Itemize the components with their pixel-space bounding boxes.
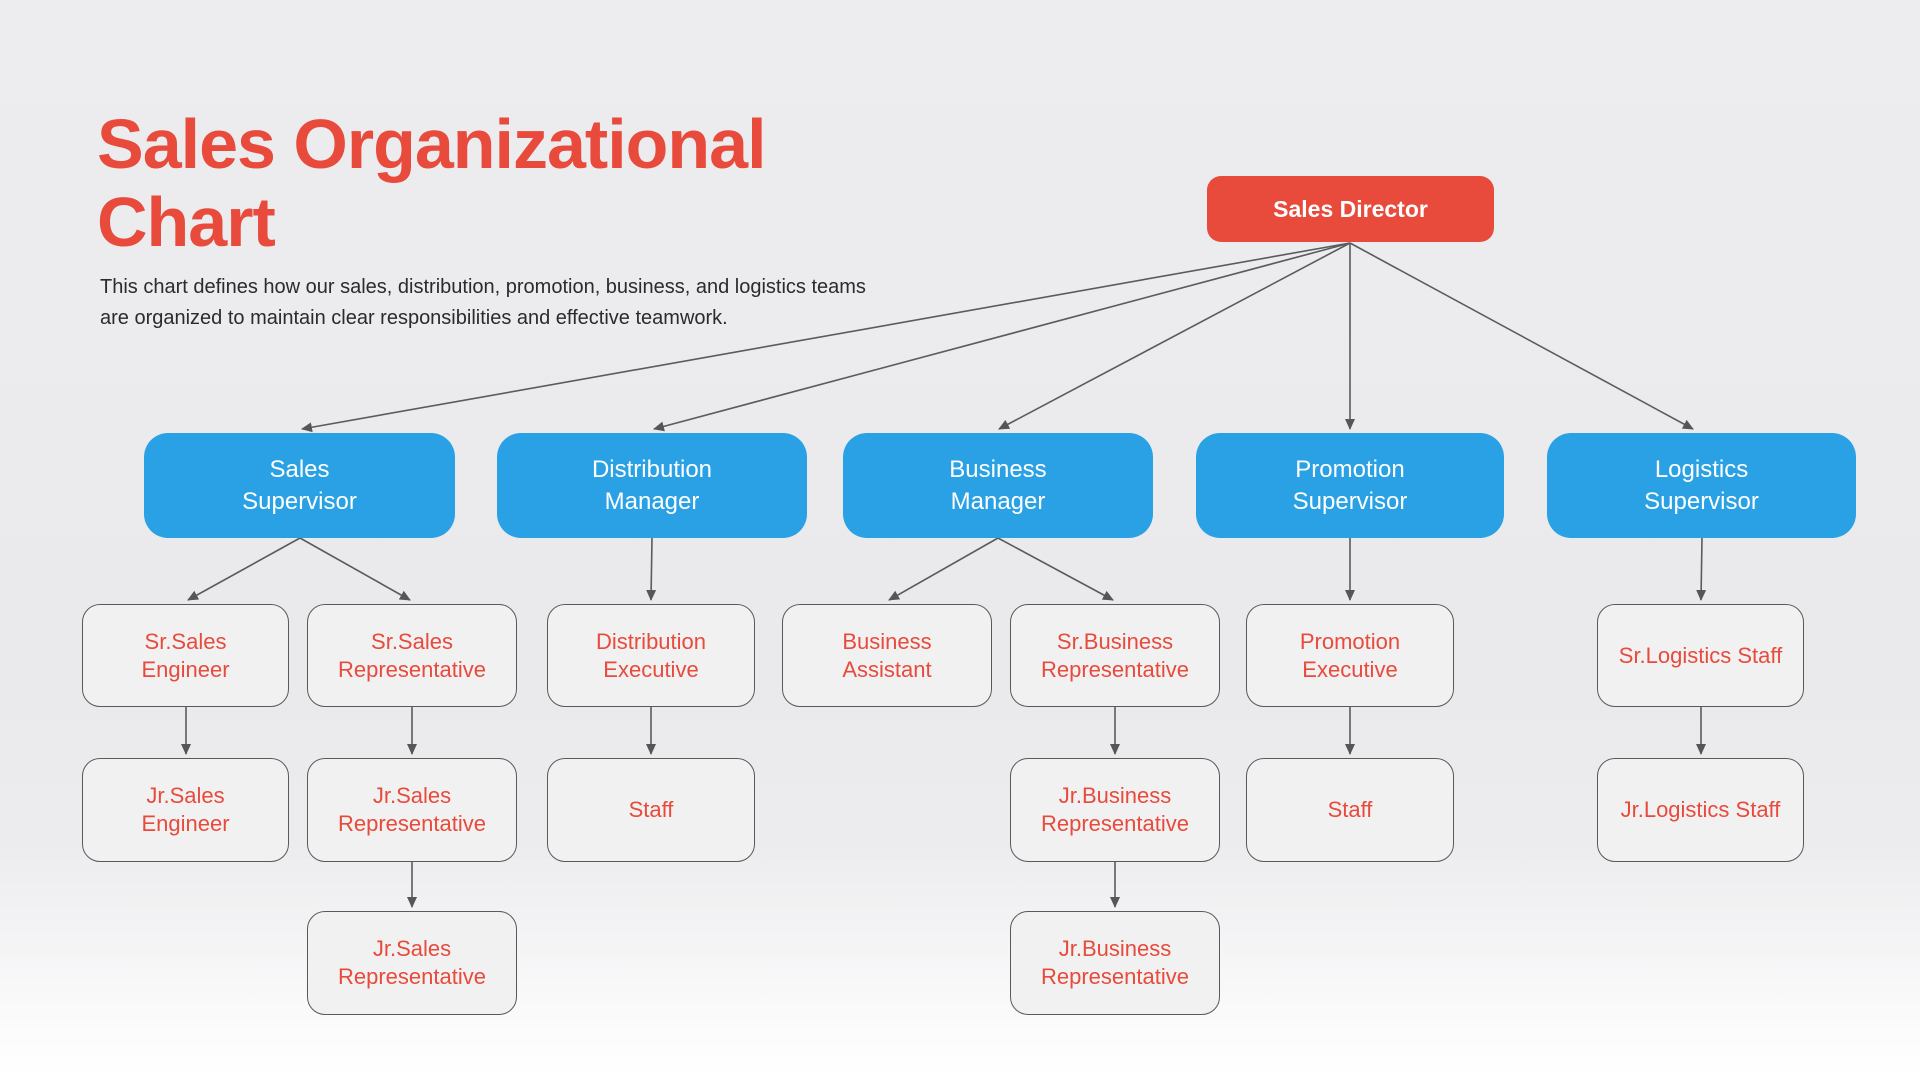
org-node-distribution-executive[interactable]: Distribution Executive: [547, 604, 755, 707]
node-label: Sr.Sales Representative: [338, 628, 486, 682]
node-label: Jr.Sales Representative: [338, 783, 486, 836]
node-label: Sales Director: [1273, 195, 1428, 222]
edge-sales-supervisor-sr-sales-engineer: [187, 537, 301, 601]
org-node-sales-supervisor[interactable]: Sales Supervisor: [144, 433, 455, 538]
edge-director-distribution-manager: [653, 242, 1351, 432]
node-label: Promotion Executive: [1299, 628, 1401, 682]
edge-distribution-manager-distribution-executive: [646, 537, 657, 601]
org-node-sr-sales-representative[interactable]: Sr.Sales Representative: [307, 604, 517, 707]
org-node-jr-sales-engineer[interactable]: Jr.Sales Engineer: [82, 758, 289, 862]
node-label: Jr.Sales Representative: [338, 936, 486, 989]
edge-sales-supervisor-sr-sales-representative: [299, 537, 411, 601]
org-node-distribution-staff[interactable]: Staff: [547, 758, 755, 862]
node-label: Sr.Logistics Staff: [1618, 642, 1783, 668]
org-node-jr-sales-representative[interactable]: Jr.Sales Representative: [307, 758, 517, 862]
org-node-promotion-staff[interactable]: Staff: [1246, 758, 1454, 862]
node-label: Distribution Executive: [595, 628, 707, 682]
node-label: Jr.Business Representative: [1041, 936, 1189, 989]
node-label: Business Manager: [949, 455, 1047, 515]
edge-director-logistics-supervisor: [1349, 242, 1694, 430]
node-label: Staff: [1327, 797, 1373, 822]
org-node-jr-business-representative[interactable]: Jr.Business Representative: [1010, 758, 1220, 862]
org-node-sr-business-representative[interactable]: Sr.Business Representative: [1010, 604, 1220, 707]
node-label: Jr.Logistics Staff: [1620, 797, 1781, 822]
node-label: Sr.Sales Engineer: [141, 628, 230, 682]
org-node-sr-sales-engineer[interactable]: Sr.Sales Engineer: [82, 604, 289, 707]
node-label: Jr.Business Representative: [1041, 783, 1189, 836]
node-label: Distribution Manager: [591, 455, 713, 515]
org-node-business-manager[interactable]: Business Manager: [843, 433, 1153, 538]
node-label: Jr.Sales Engineer: [141, 783, 230, 836]
node-label: Sales Supervisor: [242, 455, 357, 515]
edge-business-manager-sr-business-representative: [997, 537, 1114, 601]
edge-logistics-supervisor-sr-logistics-staff: [1696, 537, 1707, 601]
org-node-sales-director[interactable]: Sales Director: [1207, 176, 1494, 242]
org-node-distribution-manager[interactable]: Distribution Manager: [497, 433, 807, 538]
node-label: Sr.Business Representative: [1041, 628, 1189, 682]
org-node-jr-sales-representative-2[interactable]: Jr.Sales Representative: [307, 911, 517, 1015]
org-node-promotion-executive[interactable]: Promotion Executive: [1246, 604, 1454, 707]
page-title: Sales Organizational Chart: [97, 104, 767, 261]
node-label: Staff: [628, 797, 674, 822]
edge-director-sales-supervisor: [301, 242, 1351, 433]
node-label: Business Assistant: [842, 628, 932, 682]
edge-director-business-manager: [998, 242, 1351, 430]
page-subtitle: This chart defines how our sales, distri…: [100, 276, 866, 329]
node-label: Promotion Supervisor: [1292, 455, 1408, 515]
node-label: Logistics Supervisor: [1644, 455, 1759, 515]
org-node-sr-logistics-staff[interactable]: Sr.Logistics Staff: [1597, 604, 1804, 707]
edge-business-manager-business-assistant: [888, 537, 999, 601]
org-node-jr-logistics-staff[interactable]: Jr.Logistics Staff: [1597, 758, 1804, 862]
org-node-logistics-supervisor[interactable]: Logistics Supervisor: [1547, 433, 1856, 538]
org-node-jr-business-representative-2[interactable]: Jr.Business Representative: [1010, 911, 1220, 1015]
org-node-business-assistant[interactable]: Business Assistant: [782, 604, 992, 707]
org-node-promotion-supervisor[interactable]: Promotion Supervisor: [1196, 433, 1504, 538]
